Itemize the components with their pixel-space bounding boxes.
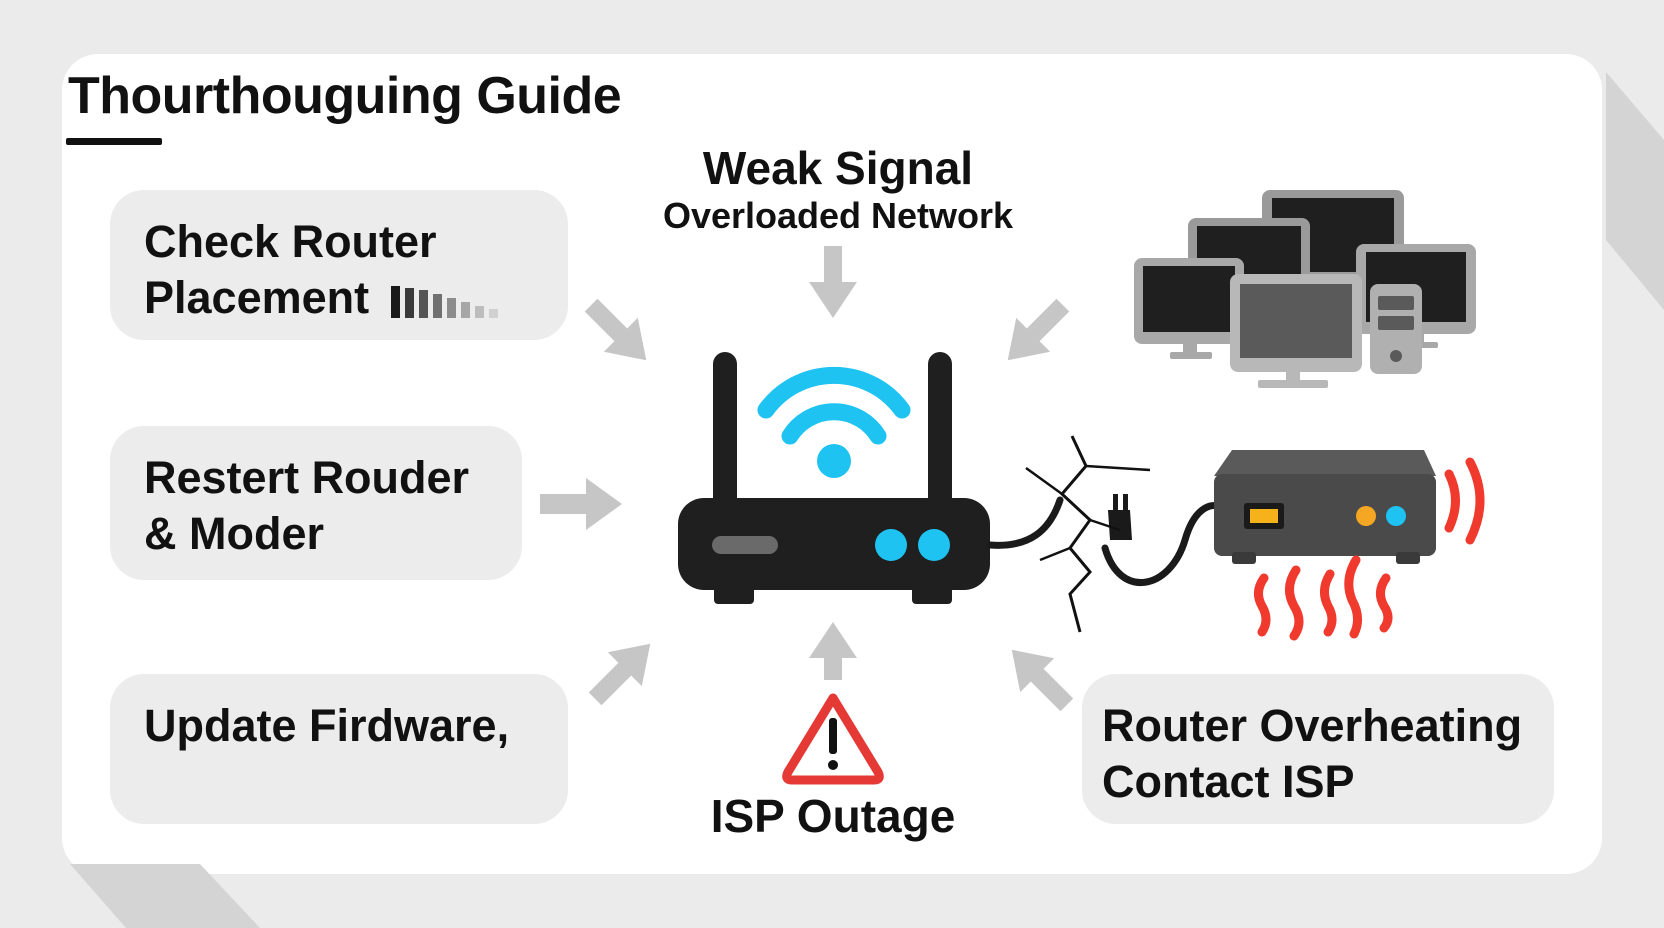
heat-waves-icon (1254, 457, 1485, 641)
broken-cable-icon (986, 435, 1229, 633)
callout-line2: Overloaded Network (662, 195, 1014, 236)
step-label-text: Placement (144, 272, 370, 323)
step-card-placement: Check Router Placement (110, 190, 568, 340)
callout-label: ISP Outage (710, 790, 956, 842)
wifi-icon (757, 366, 911, 445)
modem-icon (1214, 450, 1436, 564)
monitor-front (1230, 274, 1362, 388)
step-label-line1: Update Firdware, (144, 700, 510, 751)
page-title: Thourthouguing Guide (68, 67, 622, 125)
step-card-restart: Restert Rouder & Moder (110, 426, 522, 580)
warning-triangle-icon (782, 693, 884, 785)
signal-bars-icon (391, 284, 499, 319)
step-card-firmware: Update Firdware, (110, 674, 568, 824)
shadow-stripe-right (1606, 72, 1664, 310)
computers-icon (1134, 190, 1476, 388)
monitor-left (1134, 258, 1244, 359)
issue-callout-signal: Weak Signal Overloaded Network (640, 140, 1036, 236)
step-label-line2: Placement (144, 270, 568, 326)
arrow-icon (540, 478, 622, 530)
arrow-icon (1011, 649, 1074, 712)
arrows (540, 246, 1074, 712)
arrow-icon (584, 298, 647, 361)
arrow-icon (809, 622, 857, 680)
step-label-line1: Restert Rouder (144, 452, 470, 503)
shadow-stripe-bottom (70, 864, 260, 928)
arrow-icon (1007, 298, 1070, 361)
step-label-line2: & Moder (144, 508, 324, 559)
issue-label-line1: Router Overheating (1102, 700, 1523, 751)
arrow-icon (809, 246, 857, 318)
issue-card-overheating: Router Overheating Contact ISP (1082, 674, 1554, 824)
pc-tower (1370, 284, 1422, 374)
issue-callout-outage: ISP Outage (680, 788, 986, 844)
arrow-icon (588, 643, 651, 706)
step-label-line1: Check Router (144, 216, 437, 267)
issue-label-line2: Contact ISP (1102, 756, 1355, 807)
title-underline (66, 138, 162, 145)
callout-line1: Weak Signal (702, 142, 974, 194)
wifi-router-icon (678, 352, 990, 604)
